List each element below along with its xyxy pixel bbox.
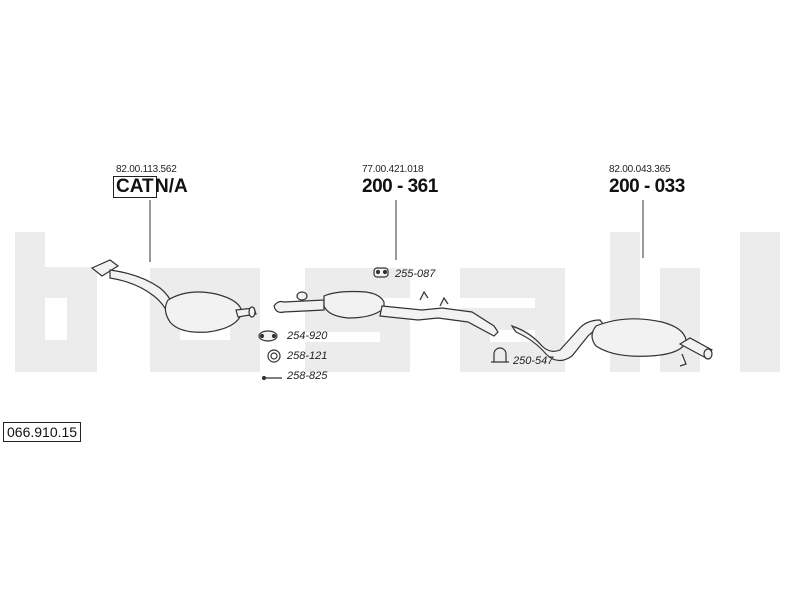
oem-number-centre: 77.00.421.018 (362, 164, 424, 175)
fitting-label: 250-547 (513, 355, 554, 367)
fitting-label: 255-087 (395, 268, 436, 280)
cat-part-code: CAT (113, 176, 157, 198)
cat-part-suffix: N/A (155, 176, 188, 197)
u-clamp-icon (491, 347, 509, 363)
fitting-label: 254-920 (287, 330, 328, 342)
fitting-label: 258-825 (287, 370, 328, 382)
catalog-number: 066.910.15 (3, 422, 82, 442)
rubber-hanger-icon (373, 267, 389, 278)
centre-part-code: 200 - 361 (362, 176, 438, 197)
bolt-icon (261, 375, 282, 381)
rear-silencer (510, 318, 713, 367)
ring-icon (267, 349, 281, 363)
centre-silencer (273, 290, 499, 337)
fitting-label: 258-121 (287, 350, 328, 362)
gasket-icon (258, 330, 278, 342)
catalytic-converter (90, 259, 257, 333)
oem-number-cat: 82.00.113.562 (116, 164, 177, 175)
oem-number-rear: 82.00.043.365 (609, 164, 671, 175)
rear-part-code: 200 - 033 (609, 176, 685, 197)
leader-lines (149, 200, 644, 262)
